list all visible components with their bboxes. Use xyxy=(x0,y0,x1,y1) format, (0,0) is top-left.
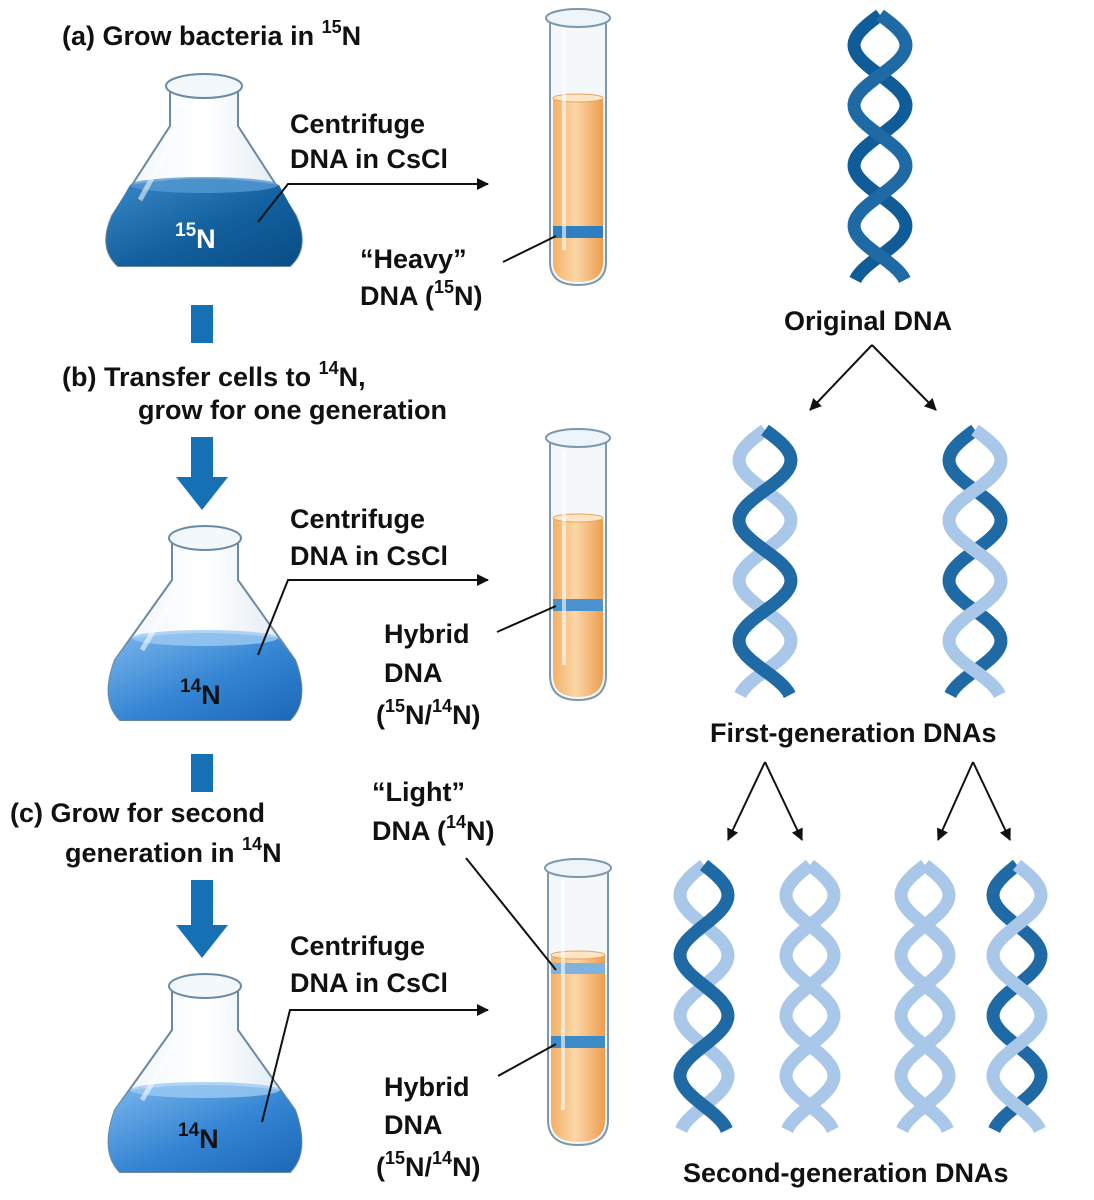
dna-strand xyxy=(986,859,1048,1133)
svg-text:Centrifuge: Centrifuge xyxy=(290,109,425,139)
dna-strand xyxy=(732,424,798,698)
svg-text:(15N/14N): (15N/14N) xyxy=(376,696,481,730)
first-gen-helix-left xyxy=(732,424,798,698)
svg-text:DNA in CsCl: DNA in CsCl xyxy=(290,968,448,998)
dna-strand xyxy=(847,9,913,283)
heavy-band xyxy=(553,226,603,238)
original-dna-label: Original DNA xyxy=(784,306,952,336)
second-gen-helix-2 xyxy=(779,859,841,1133)
centrifuge-label-b: Centrifuge DNA in CsCl xyxy=(290,504,448,571)
step-connector-a xyxy=(191,305,213,343)
light-band xyxy=(551,963,605,974)
step-arrow-c xyxy=(176,880,228,958)
hybrid-dna-label-b: Hybrid DNA (15N/14N) xyxy=(376,619,481,730)
dna-strand xyxy=(894,859,956,1133)
dna-strand xyxy=(673,859,735,1133)
centrifuge-arrow-b xyxy=(257,574,489,656)
hybrid-leader-line-b xyxy=(496,605,557,633)
svg-text:(15N/14N): (15N/14N) xyxy=(376,1148,481,1182)
svg-text:DNA: DNA xyxy=(384,1110,443,1140)
heavy-leader-line xyxy=(502,235,557,263)
svg-text:Centrifuge: Centrifuge xyxy=(290,931,425,961)
branch-arrows-first-left xyxy=(727,761,803,841)
step-arrow-b xyxy=(176,437,228,510)
branch-arrows-original xyxy=(809,344,937,411)
flask-b-label: 14N xyxy=(180,676,221,710)
hybrid-band-b xyxy=(553,599,603,611)
step-b-label-line2: grow for one generation xyxy=(138,395,447,425)
hybrid-dna-label-c: Hybrid DNA (15N/14N) xyxy=(376,1072,481,1182)
flask-a: 15N xyxy=(105,73,303,267)
svg-text:DNA (14N): DNA (14N) xyxy=(372,812,495,846)
svg-text:“Light”: “Light” xyxy=(372,777,465,807)
svg-text:Centrifuge: Centrifuge xyxy=(290,504,425,534)
branch-arrows-first-right xyxy=(937,761,1011,841)
second-gen-label: Second-generation DNAs xyxy=(683,1158,1009,1188)
centrifuge-arrow-c xyxy=(261,1004,489,1123)
centrifuge-label-c: Centrifuge DNA in CsCl xyxy=(290,931,448,998)
second-gen-helix-4 xyxy=(986,859,1048,1133)
test-tube-c xyxy=(544,858,612,1147)
svg-text:DNA: DNA xyxy=(384,658,443,688)
test-tube-b xyxy=(545,428,611,702)
dna-strand xyxy=(942,424,1008,698)
svg-text:Hybrid: Hybrid xyxy=(384,1072,470,1102)
light-leader-line xyxy=(465,857,557,971)
dna-strand xyxy=(894,859,956,1133)
hybrid-leader-line-c xyxy=(497,1043,557,1077)
dna-strand xyxy=(779,859,841,1133)
centrifuge-arrow-a xyxy=(257,178,489,223)
dna-helix-layer xyxy=(673,9,1048,1133)
heavy-dna-label: “Heavy” DNA (15N) xyxy=(360,244,483,311)
flask-c: 14N xyxy=(107,973,303,1173)
dna-strand xyxy=(847,9,913,283)
flask-b: 14N xyxy=(107,525,303,721)
svg-text:Hybrid: Hybrid xyxy=(384,619,470,649)
original-dna-helix xyxy=(847,9,913,283)
dna-strand xyxy=(986,859,1048,1133)
dna-strand xyxy=(732,424,798,698)
centrifuge-label-a: Centrifuge DNA in CsCl xyxy=(290,109,448,174)
svg-text:“Heavy”: “Heavy” xyxy=(360,244,467,274)
step-connector-b xyxy=(191,754,213,792)
light-dna-label: “Light” DNA (14N) xyxy=(372,777,495,846)
step-b-label-line1: (b) Transfer cells to 14N, xyxy=(62,358,366,392)
flask-c-label: 14N xyxy=(178,1120,219,1154)
svg-text:DNA in CsCl: DNA in CsCl xyxy=(290,541,448,571)
flask-a-label: 15N xyxy=(175,220,216,254)
svg-text:DNA (15N): DNA (15N) xyxy=(360,277,483,311)
second-gen-helix-3 xyxy=(894,859,956,1133)
dna-strand xyxy=(779,859,841,1133)
first-gen-helix-right xyxy=(942,424,1008,698)
second-gen-helix-1 xyxy=(673,859,735,1133)
hybrid-band-c xyxy=(551,1036,605,1048)
dna-strand xyxy=(942,424,1008,698)
test-tube-a xyxy=(545,8,611,287)
step-c-label-line2: generation in 14N xyxy=(65,834,282,868)
step-c-label-line1: (c) Grow for second xyxy=(10,798,265,828)
dna-strand xyxy=(673,859,735,1133)
svg-text:DNA in CsCl: DNA in CsCl xyxy=(290,144,448,174)
step-a-label: (a) Grow bacteria in 15N xyxy=(62,17,361,51)
first-gen-label: First-generation DNAs xyxy=(710,718,997,748)
